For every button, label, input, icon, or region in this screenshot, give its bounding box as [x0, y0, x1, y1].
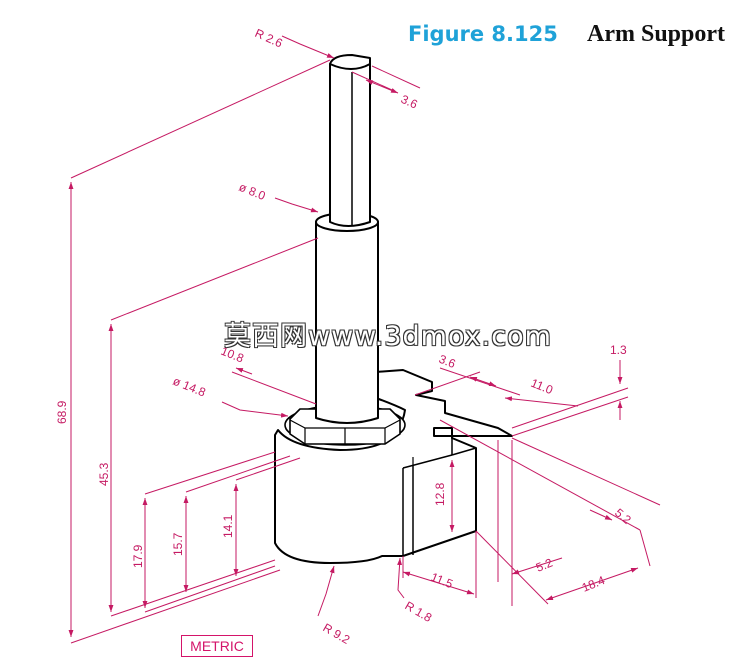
dim-15-7: 15.7: [171, 532, 185, 556]
dim-5-2-bottom: 5.2: [534, 555, 555, 574]
dim-dia-14-8: ø 14.8: [171, 374, 208, 400]
part-outline: [274, 54, 513, 564]
dim-1-3: 1.3: [610, 343, 627, 357]
watermark-text: 莫西网www.3dmox.com: [224, 321, 552, 352]
figure-number: Figure 8.125: [408, 22, 558, 46]
dim-11-5: 11.5: [429, 570, 455, 592]
dim-r-1-8: R 1.8: [403, 598, 435, 625]
dim-45-3: 45.3: [97, 462, 111, 486]
shaft: [315, 221, 379, 424]
pin: [329, 63, 371, 227]
dim-17-9: 17.9: [131, 544, 145, 568]
dim-5-2-right: 5.2: [612, 506, 634, 528]
figure-title: Arm Support: [587, 21, 726, 47]
dim-3-6-mid: 3.6: [437, 352, 458, 371]
dimension-lines: [68, 35, 661, 644]
dim-3-6-top: 3.6: [399, 92, 420, 112]
dim-dia-8-0: ø 8.0: [237, 180, 268, 203]
dim-18-4: 18.4: [580, 573, 607, 595]
dim-r-2-6: R 2.6: [253, 26, 285, 51]
dim-11-0: 11.0: [529, 376, 555, 398]
dim-r-9-2: R 9.2: [321, 620, 353, 647]
dim-12-8: 12.8: [433, 482, 447, 506]
metric-label-box: METRIC: [181, 635, 253, 657]
pin-top: [329, 54, 371, 70]
dim-14-1: 14.1: [221, 514, 235, 538]
dim-68-9: 68.9: [55, 400, 69, 424]
